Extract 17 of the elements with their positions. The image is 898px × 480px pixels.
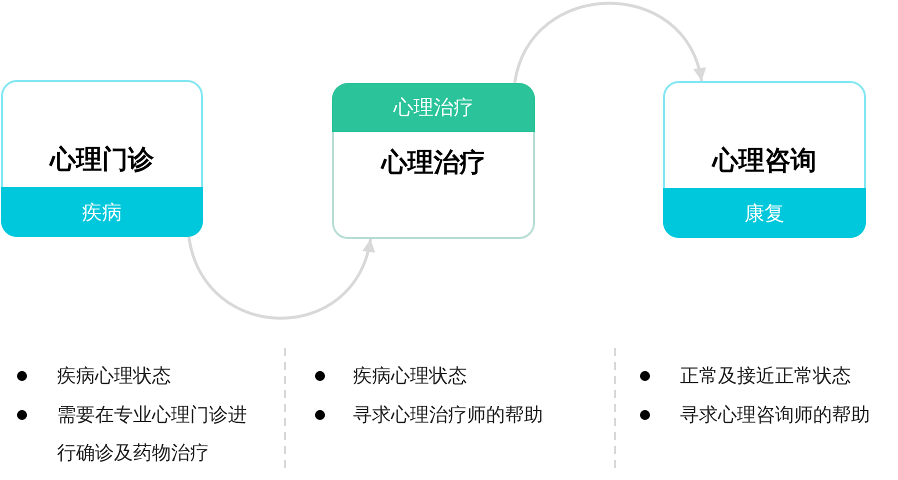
- curved-arrow: [187, 236, 374, 320]
- stage-card: [332, 83, 535, 239]
- bullet-text: 疾病心理状态: [353, 364, 467, 389]
- card-title: 心理门诊: [50, 144, 154, 177]
- label-band: 康复: [663, 188, 866, 238]
- label-band: 心理治疗: [332, 83, 535, 132]
- bullet-text: 需要在专业心理门诊进行确诊及药物治疗: [57, 402, 248, 466]
- stage-card: [663, 81, 866, 238]
- card-title: 心理咨询: [712, 145, 816, 178]
- bullet-text: 寻求心理治疗师的帮助: [353, 402, 543, 428]
- bullet-text: 疾病心理状态: [57, 364, 171, 389]
- bullet-text: 寻求心理咨询师的帮助: [680, 402, 870, 428]
- card-title: 心理治疗: [382, 147, 486, 180]
- bullet-text: 正常及接近正常状态: [680, 364, 851, 389]
- curved-arrow: [513, 2, 704, 84]
- label-band: 疾病: [1, 187, 203, 237]
- stage-card: [1, 80, 203, 237]
